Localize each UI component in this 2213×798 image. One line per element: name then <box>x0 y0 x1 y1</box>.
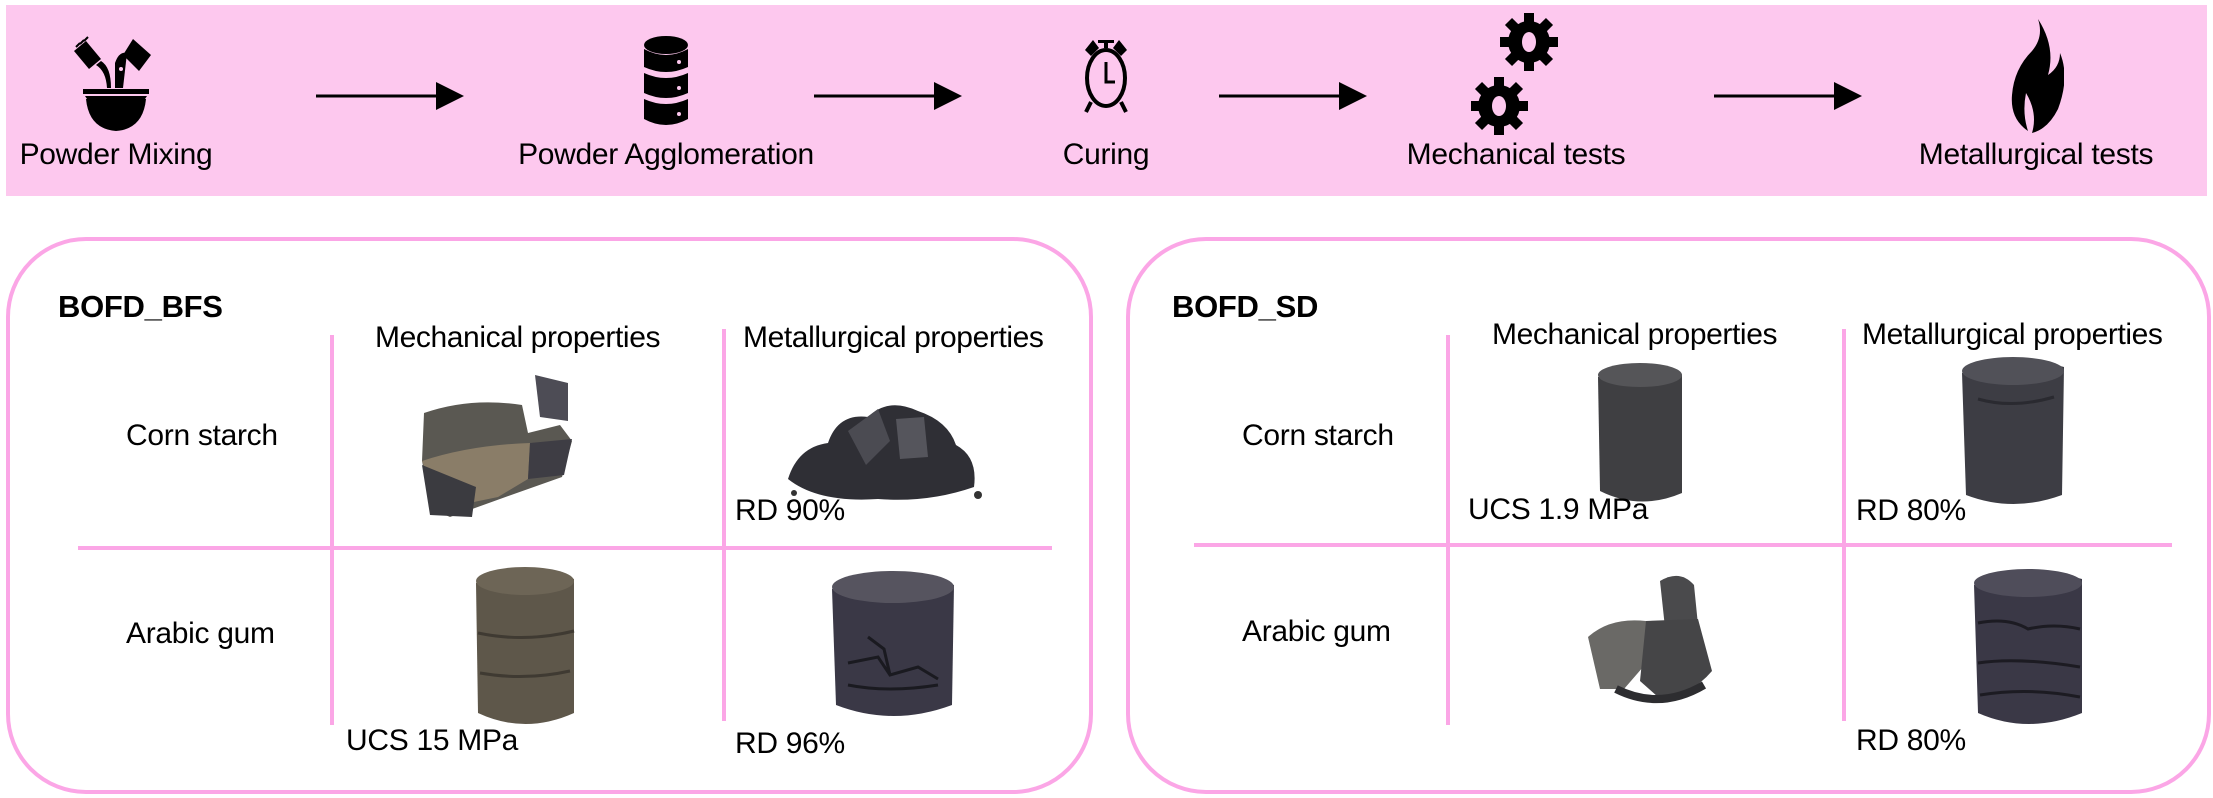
flame-icon <box>2011 19 2064 133</box>
sample-image-powder-pile <box>788 405 982 500</box>
value-label: RD 96% <box>735 727 845 760</box>
step-powder-agglomeration: Powder Agglomeration <box>496 5 836 196</box>
sample-image-cracked-cylinder <box>1974 569 2082 724</box>
arrow-right-icon <box>316 82 464 110</box>
step-metallurgical-tests: Metallurgical tests <box>1886 5 2186 196</box>
arrow-right-icon <box>1714 82 1862 110</box>
grid-divider-vertical <box>1842 329 1846 721</box>
mixing-bowl-icon <box>74 36 151 131</box>
arrow-right-icon <box>1219 82 1367 110</box>
grid-divider-vertical <box>330 335 334 725</box>
gears-icon <box>1471 13 1558 135</box>
row-label-corn-starch: Corn starch <box>1242 419 1394 452</box>
arrow-right-icon <box>814 82 962 110</box>
step-powder-mixing: Powder Mixing <box>6 5 226 196</box>
panel-bofd-bfs: BOFD_BFS Mechanical properties Metallurg… <box>6 237 1093 794</box>
row-label-corn-starch: Corn starch <box>126 419 278 452</box>
sample-image-cracked-cylinder <box>832 571 954 716</box>
alarm-clock-icon <box>1084 40 1128 113</box>
value-label: RD 90% <box>735 494 845 527</box>
value-label: RD 80% <box>1856 724 1966 757</box>
step-label: Powder Agglomeration <box>518 138 814 171</box>
panel-title: BOFD_BFS <box>58 289 223 324</box>
step-label: Curing <box>1062 138 1150 171</box>
column-header-mechanical: Mechanical properties <box>375 321 661 354</box>
row-label-arabic-gum: Arabic gum <box>126 617 275 650</box>
step-label: Metallurgical tests <box>1918 138 2154 171</box>
column-header-metallurgical: Metallurgical properties <box>743 321 1044 354</box>
panel-title: BOFD_SD <box>1172 289 1319 324</box>
value-label: UCS 15 MPa <box>346 724 519 757</box>
grid-divider-vertical <box>722 329 726 721</box>
column-header-mechanical: Mechanical properties <box>1492 318 1778 351</box>
panel-bofd-sd: BOFD_SD Mechanical properties Metallurgi… <box>1126 237 2211 794</box>
sample-image-fractured-briquette <box>1588 575 1712 703</box>
sample-image-fractured-briquette <box>422 375 572 517</box>
value-label: RD 80% <box>1856 494 1966 527</box>
step-label: Mechanical tests <box>1406 138 1626 171</box>
grid-divider-vertical <box>1446 335 1450 725</box>
grid-divider-horizontal <box>1194 543 2172 547</box>
step-curing: Curing <box>1016 5 1196 196</box>
sample-image-cylinder <box>476 567 575 724</box>
database-stack-icon <box>644 36 688 125</box>
step-label: Powder Mixing <box>19 138 213 171</box>
row-label-arabic-gum: Arabic gum <box>1242 615 1391 648</box>
sample-image-cylinder <box>1962 357 2064 504</box>
process-banner: Powder Mixing Powder Agglomeration <box>6 5 2207 196</box>
step-mechanical-tests: Mechanical tests <box>1376 5 1656 196</box>
sample-image-cylinder <box>1598 363 1682 502</box>
value-label: UCS 1.9 MPa <box>1468 493 1649 526</box>
grid-divider-horizontal <box>78 546 1052 550</box>
column-header-metallurgical: Metallurgical properties <box>1862 318 2163 351</box>
